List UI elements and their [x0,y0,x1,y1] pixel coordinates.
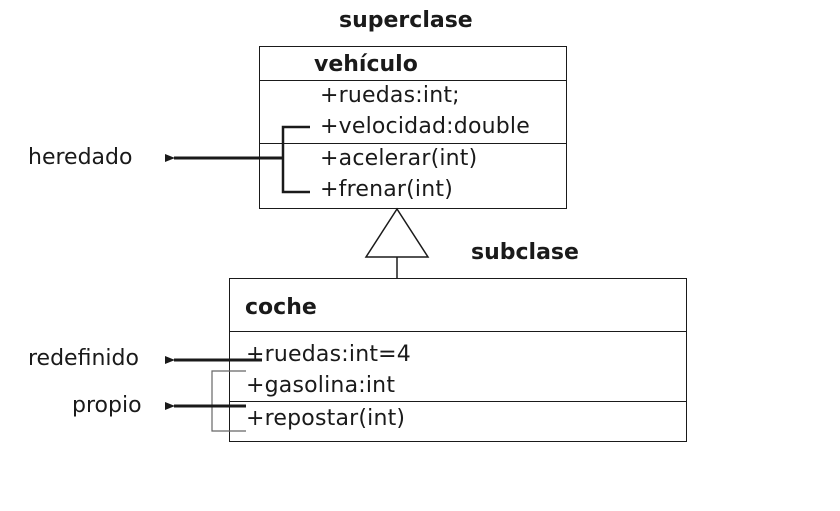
superclass-attribute: +ruedas:int; [320,83,460,108]
inheritance-arrow [364,207,430,278]
superclass-method: +frenar(int) [320,177,453,202]
superclass-methods-compartment: +acelerar(int) +frenar(int) [260,143,566,208]
inherited-label: heredado [28,145,133,170]
superclass-name-compartment: vehículo [260,47,566,80]
superclass-label: superclase [339,8,473,33]
subclass-attribute: +ruedas:int=4 [246,342,411,367]
subclass-box: coche +ruedas:int=4 +gasolina:int +repos… [229,278,687,442]
own-label: propio [72,393,142,418]
subclass-method: +repostar(int) [246,406,406,431]
subclass-methods-compartment: +repostar(int) [230,401,686,441]
superclass-box: vehículo +ruedas:int; +velocidad:double … [259,46,567,209]
superclass-attributes-compartment: +ruedas:int; +velocidad:double [260,80,566,143]
superclass-attribute: +velocidad:double [320,114,530,139]
superclass-method: +acelerar(int) [320,146,478,171]
subclass-attributes-compartment: +ruedas:int=4 +gasolina:int [230,331,686,401]
subclass-name: coche [245,295,317,320]
superclass-name: vehículo [314,52,418,77]
subclass-name-compartment: coche [230,279,686,331]
redefined-label: redefinido [28,346,139,371]
subclass-attribute: +gasolina:int [246,373,396,398]
generalization-triangle-icon [364,207,430,258]
subclass-label: subclase [471,240,579,265]
